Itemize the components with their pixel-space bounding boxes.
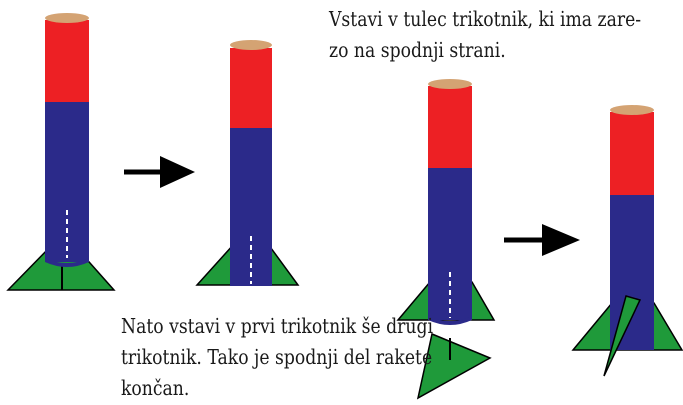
tube-bottom-rim: [428, 316, 472, 325]
caption-line: končan.: [121, 376, 190, 400]
caption-line: zo na spodnji strani.: [329, 38, 506, 62]
caption-step-1: Vstavi v tulec trikotnik, ki ima zare- z…: [329, 4, 641, 66]
caption-step-2: Nato vstavi v prvi trikotnik še drugi tr…: [121, 311, 433, 404]
rocket-step2-after: [571, 105, 683, 377]
tube-nose: [230, 48, 272, 128]
caption-line: trikotnik. Tako je spodnji del rakete: [121, 345, 433, 369]
tube-bottom-rim: [45, 258, 89, 267]
tube-cap: [610, 105, 654, 115]
rocket-step1-before: [6, 13, 116, 291]
tube-body: [45, 102, 89, 262]
tube-nose: [45, 20, 89, 102]
tube-nose: [610, 112, 654, 195]
tube-body: [610, 195, 654, 350]
caption-line: Vstavi v tulec trikotnik, ki ima zare-: [329, 7, 642, 31]
second-fin-triangle: [416, 332, 492, 400]
caption-line: Nato vstavi v prvi trikotnik še drugi: [121, 314, 433, 338]
rocket-step1-after: [195, 40, 300, 286]
tube-body: [428, 168, 472, 320]
tube-cap: [230, 40, 272, 50]
arrow-right-1: [124, 156, 195, 188]
tube-cap: [45, 13, 89, 23]
arrow-right-2: [504, 224, 580, 256]
tube-nose: [428, 86, 472, 168]
second-fin-triangle: [603, 295, 642, 377]
rocket-step2-before: [396, 79, 496, 400]
tube-body: [230, 128, 272, 286]
tube-cap: [428, 79, 472, 89]
